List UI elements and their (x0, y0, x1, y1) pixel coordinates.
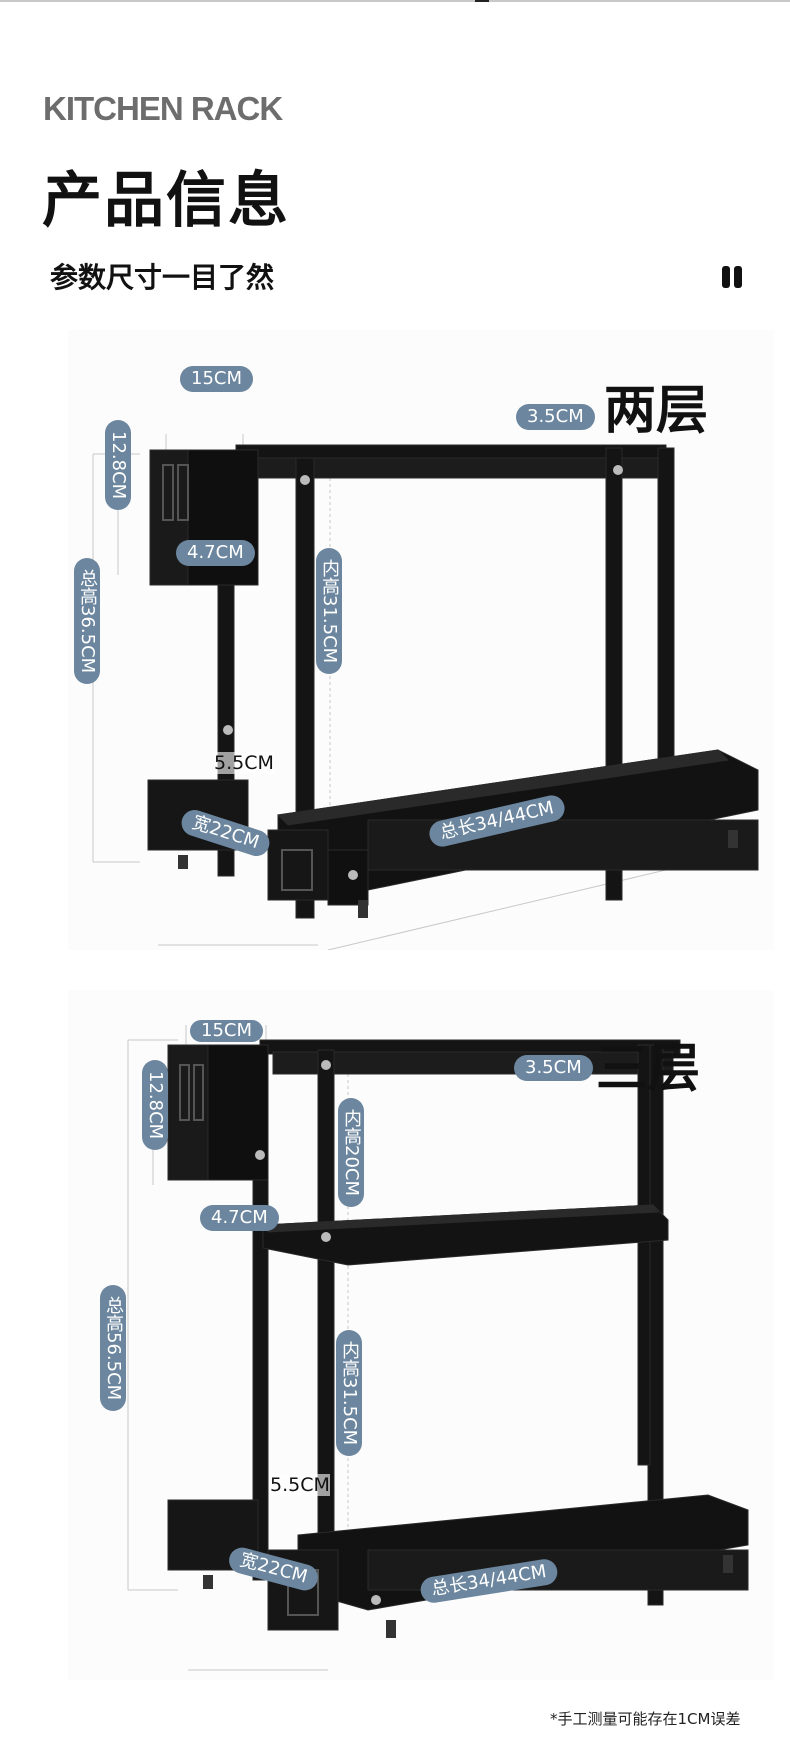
two-tier-label: 两层 (604, 381, 709, 441)
title-english: KITCHEN RACK (43, 90, 283, 127)
dim-holder-depth-3: 4.7CM (200, 1205, 279, 1231)
dim-base-gap: 5.5CM (214, 752, 274, 774)
dim-top-width: 15CM (180, 366, 254, 392)
dim-upper-inner-height-3: 内高20CM (338, 1098, 364, 1208)
dim-inner-height-3: 内高31.5CM (336, 1330, 362, 1457)
dim-hook-offset-3: 3.5CM (514, 1055, 593, 1081)
dim-base-gap-3: 5.5CM (270, 1474, 330, 1496)
two-tier-rack-illustration (92, 434, 759, 950)
dim-holder-depth: 4.7CM (176, 540, 255, 566)
dim-total-height-3: 总高56.5CM (100, 1285, 126, 1412)
three-tier-label: 三层 (596, 1039, 701, 1099)
three-tier-section: 三层 15CM 3.5CM 12.8CM 4.7CM 内高20CM 总高56.5… (68, 990, 774, 1680)
top-divider (0, 0, 790, 2)
page-title: 产品信息 (42, 166, 290, 236)
two-tier-section: 两层 15CM 3.5CM 12.8CM 4.7CM 总高36.5CM 内高31… (68, 330, 774, 950)
dim-top-width-3: 15CM (190, 1020, 264, 1042)
dim-holder-height: 12.8CM (105, 420, 131, 511)
page-subtitle: 参数尺寸一目了然 (50, 261, 275, 294)
dim-holder-height-3: 12.8CM (142, 1060, 168, 1151)
dim-total-height: 总高36.5CM (74, 558, 100, 685)
measurement-footnote: *手工测量可能存在1CM误差 (550, 1710, 741, 1728)
pause-icon (722, 266, 744, 288)
dim-hook-offset: 3.5CM (516, 404, 595, 430)
dim-inner-height: 内高31.5CM (316, 548, 342, 675)
